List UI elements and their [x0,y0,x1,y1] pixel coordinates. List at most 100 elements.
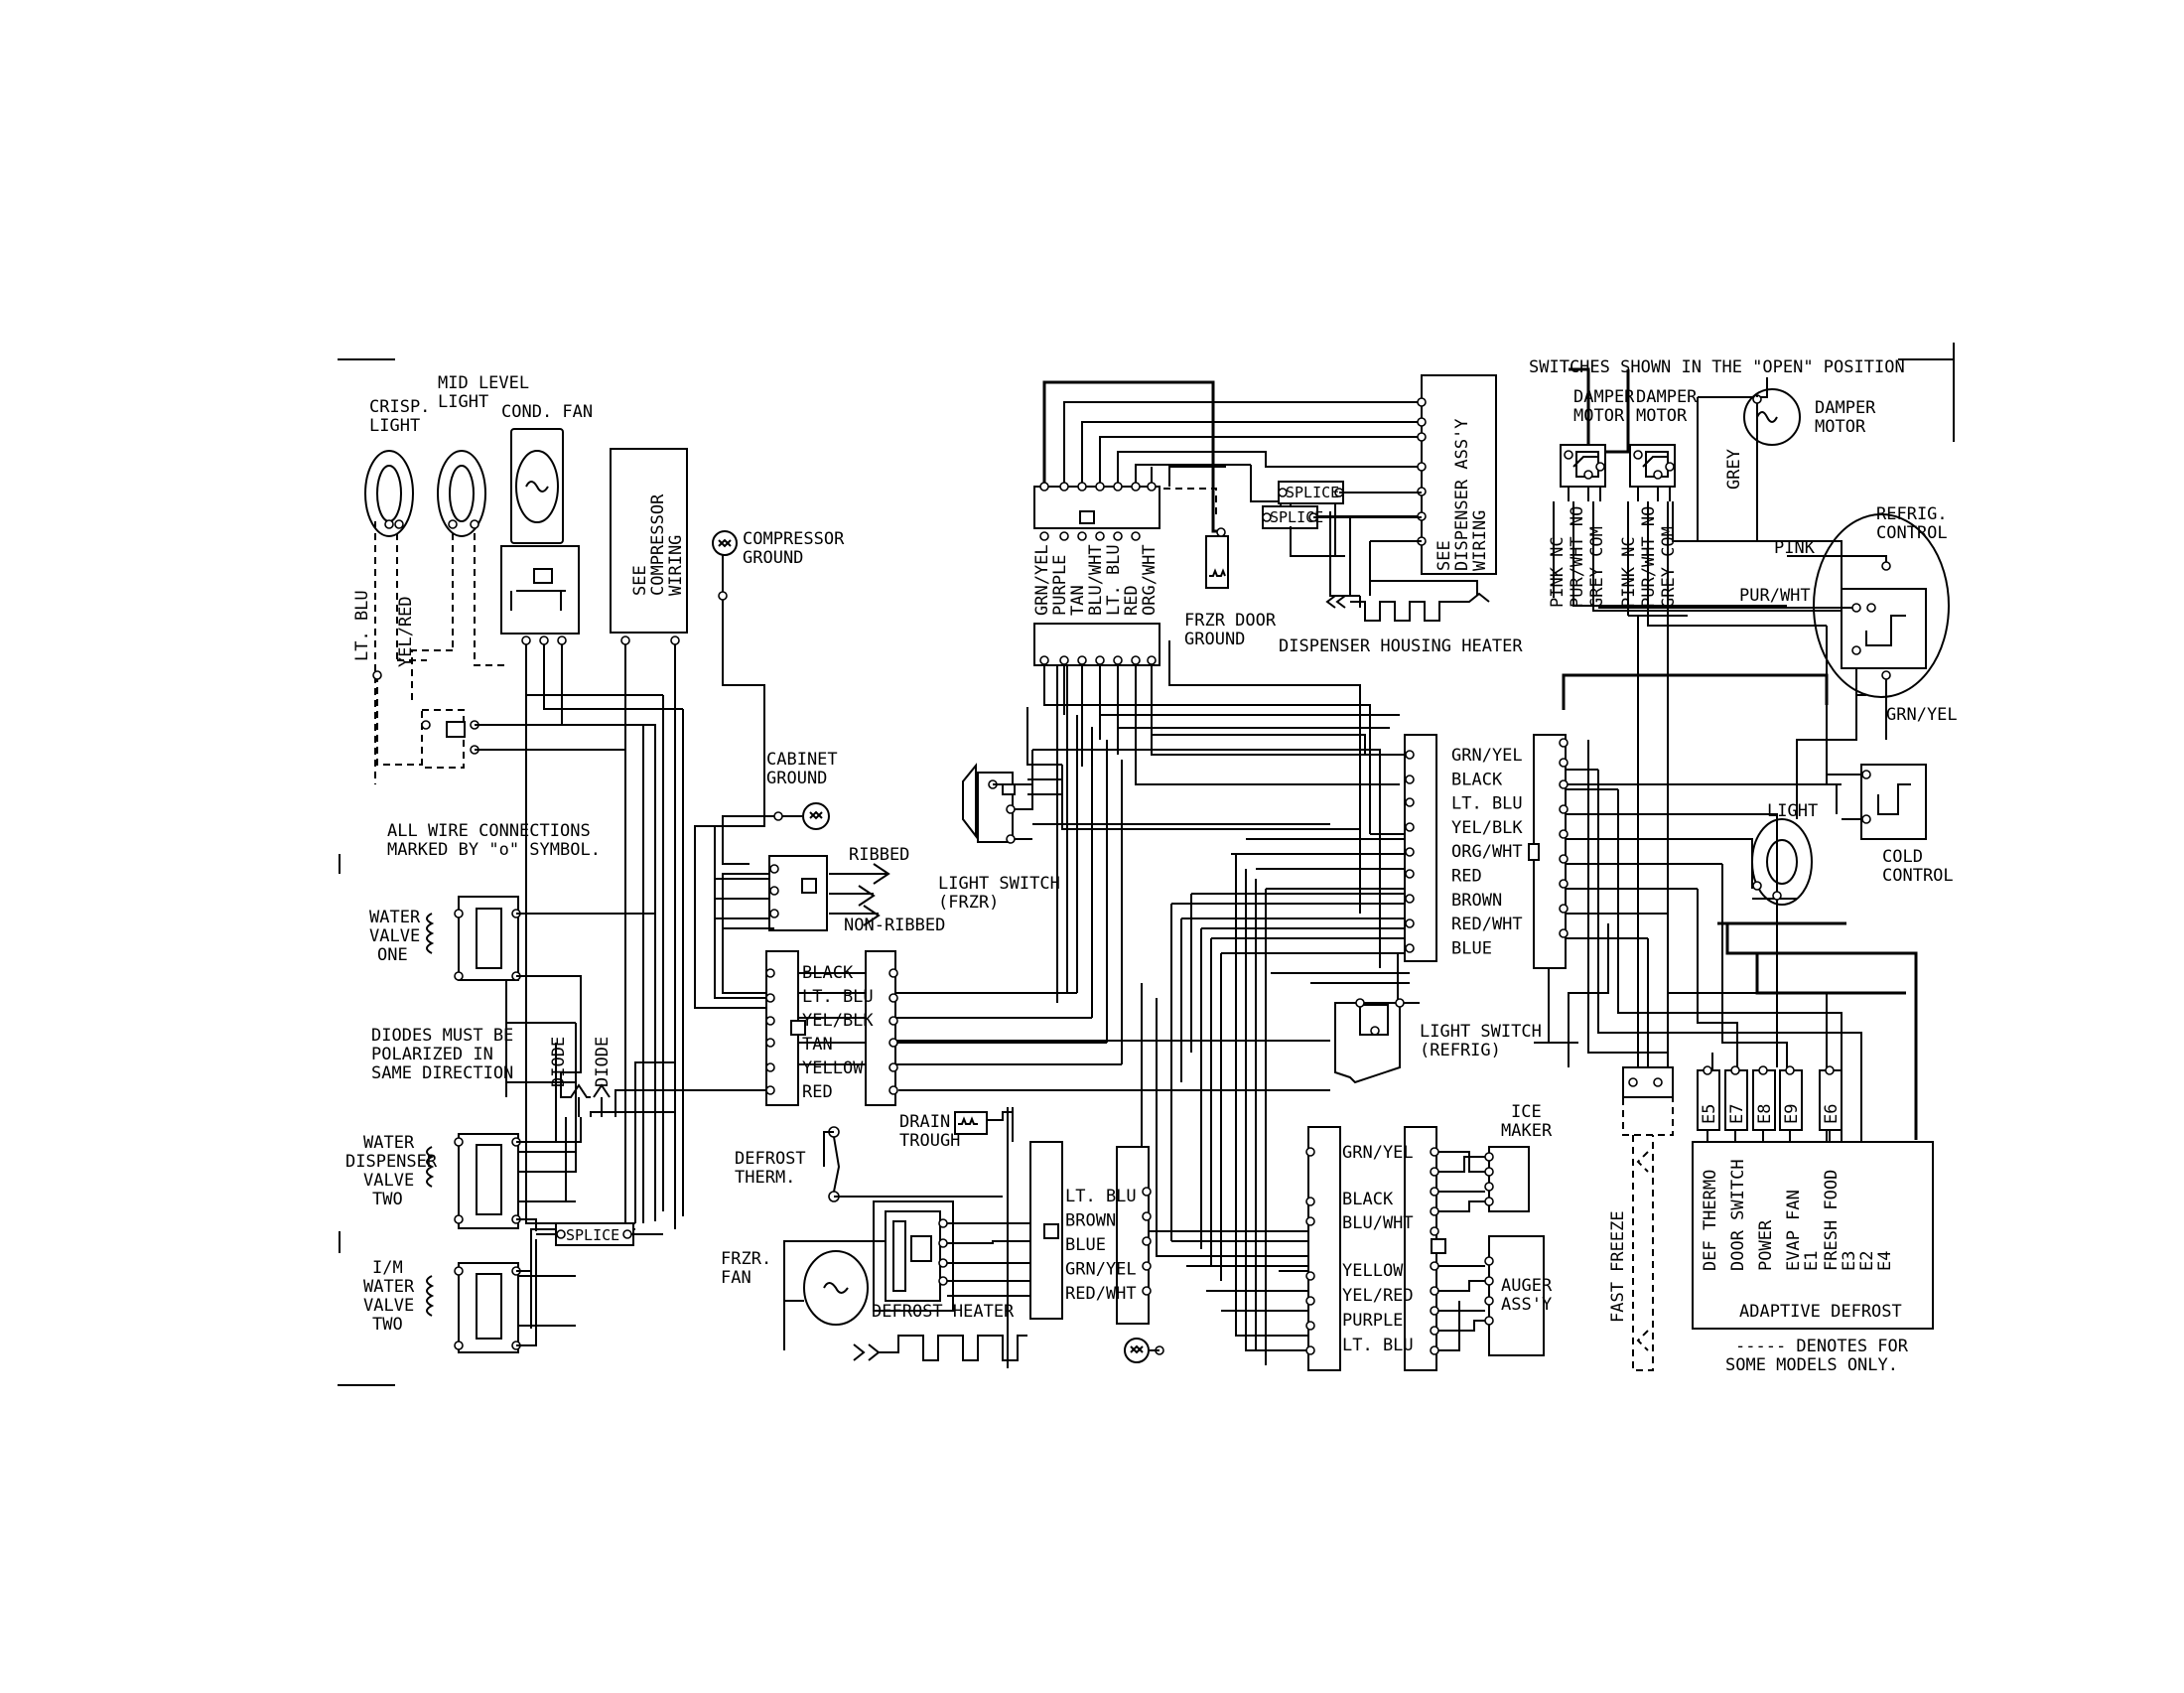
damper-b-pur-wht-no: PUR/WHT NO [1639,506,1659,608]
see-compressor-label-3: WIRING [666,535,686,596]
defrost-function-label: EVAP FAN [1784,1190,1804,1271]
wire-connections-note-1: ALL WIRE CONNECTIONS [387,821,591,841]
harness-icemaker-label: PURPLE [1342,1311,1403,1331]
im-water-valve-label-2: WATER [363,1277,415,1297]
harness-right-label: ORG/WHT [1451,842,1523,862]
damper-motor-c-label-2: MOTOR [1815,417,1866,437]
harness-top-label: LT. BLU [1104,544,1124,616]
fast-freeze-label: FAST FREEZE [1608,1210,1628,1323]
splice-label-top-b: SPLICE [1270,508,1323,526]
damper-motor-a-label-2: MOTOR [1573,406,1625,426]
harness-icemaker-label: GRN/YEL [1342,1143,1414,1163]
cold-control-label-2: CONTROL [1882,866,1954,886]
harness-left-label: RED [802,1082,833,1102]
center-components [765,374,1545,1371]
wire-pink-label: PINK [1774,538,1816,558]
see-dispenser-label-2: DISPENSER ASS'Y [1452,418,1472,571]
wire-lt-blu-label: LT. BLU [352,590,372,661]
harness-top-label: ORG/WHT [1140,544,1160,616]
harness-top-label: BLU/WHT [1086,544,1106,616]
drain-trough-label-2: TROUGH [899,1131,960,1151]
wire-connections-note-2: MARKED BY "o" SYMBOL. [387,840,601,860]
damper-b-pink-nc: PINK NC [1619,536,1639,608]
ice-maker-label-2: MAKER [1501,1121,1553,1141]
harness-top-label: TAN [1068,585,1088,616]
damper-a-pur-wht-no: PUR/WHT NO [1568,506,1587,608]
defrost-function-label: E4 [1875,1251,1895,1271]
damper-a-grey-com: GREY COM [1587,526,1607,608]
water-dispenser-valve-label-3: VALVE [363,1171,414,1191]
switches-open-note: SWITCHES SHOWN IN THE "OPEN" POSITION [1529,357,1905,377]
harness-right-label: YEL/BLK [1451,818,1523,838]
frzr-fan-label-1: FRZR. [721,1249,771,1269]
adaptive-defrost-label: ADAPTIVE DEFROST [1739,1302,1902,1322]
damper-a-pink-nc: PINK NC [1548,536,1568,608]
dispenser-housing-heater-label: DISPENSER HOUSING HEATER [1279,636,1523,656]
wire-labels-static: LT. BLU YEL/RED PINK PUR/WHT GRN/YEL GRE… [352,449,1958,725]
splice-label-left: SPLICE [566,1226,619,1244]
drain-trough-label-1: DRAIN [899,1112,950,1132]
left-components [364,428,890,1353]
water-valve-one-label-1: WATER [369,908,421,927]
light-switch-refrig-label-1: LIGHT SWITCH [1420,1022,1542,1042]
damper-motor-c-label-1: DAMPER [1815,398,1876,418]
defrost-terminal-label: E6 [1822,1104,1842,1124]
defrost-function-label: E1 [1802,1251,1822,1271]
harness-top-label: GRN/YEL [1032,544,1052,616]
defrost-terminal-label: E8 [1755,1104,1775,1124]
harness-icemaker-label: LT. BLU [1342,1336,1414,1355]
harness-right-label: BLUE [1451,938,1492,958]
right-components [1528,388,1950,1371]
harness-right-label: RED [1451,867,1482,887]
mid-level-light-label-1: MID LEVEL [438,373,529,393]
frzr-door-ground-label-2: GROUND [1184,630,1245,649]
sheet-frame [338,343,1955,1386]
wire-yel-red-label: YEL/RED [396,596,416,667]
harness-right-label: LT. BLU [1451,794,1523,814]
harness-icemaker-label: YEL/RED [1342,1286,1414,1306]
light-label: LIGHT [1767,801,1818,821]
harness-left-label: YELLOW [802,1058,864,1078]
refrig-control-label-2: CONTROL [1876,523,1948,543]
harness-fan-label: LT. BLU [1065,1187,1137,1206]
defrost-therm-label-2: THERM. [735,1168,795,1188]
compressor-ground-label-2: GROUND [743,548,803,568]
wire-grn-yel-label: GRN/YEL [1886,705,1958,725]
auger-label-1: AUGER [1501,1276,1553,1296]
harness-top-label: RED [1122,585,1142,616]
damper-b-grey-com: GREY COM [1659,526,1679,608]
defrost-function-label: FRESH FOOD [1822,1170,1842,1271]
crisp-light-label-2: LIGHT [369,416,420,436]
splice-label-top-a: SPLICE [1286,484,1339,501]
ribbed-label: RIBBED [849,845,909,865]
harness-right-label: RED/WHT [1451,915,1523,934]
defrost-function-label: E3 [1840,1251,1859,1271]
water-valve-one-label-3: ONE [377,945,408,965]
diodes-note-3: SAME DIRECTION [371,1063,513,1083]
defrost-terminal-label: E5 [1700,1104,1719,1124]
harness-left-label: LT. BLU [802,987,874,1007]
light-switch-frzr-label-2: (FRZR) [938,893,999,913]
defrost-function-label: E2 [1857,1251,1877,1271]
im-water-valve-label-3: VALVE [363,1296,414,1316]
harness-fan-label: RED/WHT [1065,1284,1137,1304]
damper-motor-a-label-1: DAMPER [1573,387,1635,407]
cabinet-ground-label-1: CABINET [766,750,838,770]
crisp-light-label-1: CRISP. [369,397,430,417]
frzr-door-ground-label-1: FRZR DOOR [1184,611,1277,631]
diode-label-a: DIODE [549,1037,569,1087]
auger-label-2: ASS'Y [1501,1295,1552,1315]
harness-icemaker-label: BLU/WHT [1342,1213,1414,1233]
mid-level-light-label-2: LIGHT [438,392,488,412]
wire-grey-label: GREY [1724,449,1744,490]
damper-motor-b-label-2: MOTOR [1636,406,1688,426]
harness-left-label: BLACK [802,963,854,983]
harness-fan-label: BLUE [1065,1235,1106,1255]
harness-fan-label: GRN/YEL [1065,1260,1137,1280]
see-dispenser-label-1: SEE [1434,540,1454,571]
im-water-valve-label-1: I/M [372,1258,403,1278]
refrig-control-label-1: REFRIG. [1876,504,1948,524]
